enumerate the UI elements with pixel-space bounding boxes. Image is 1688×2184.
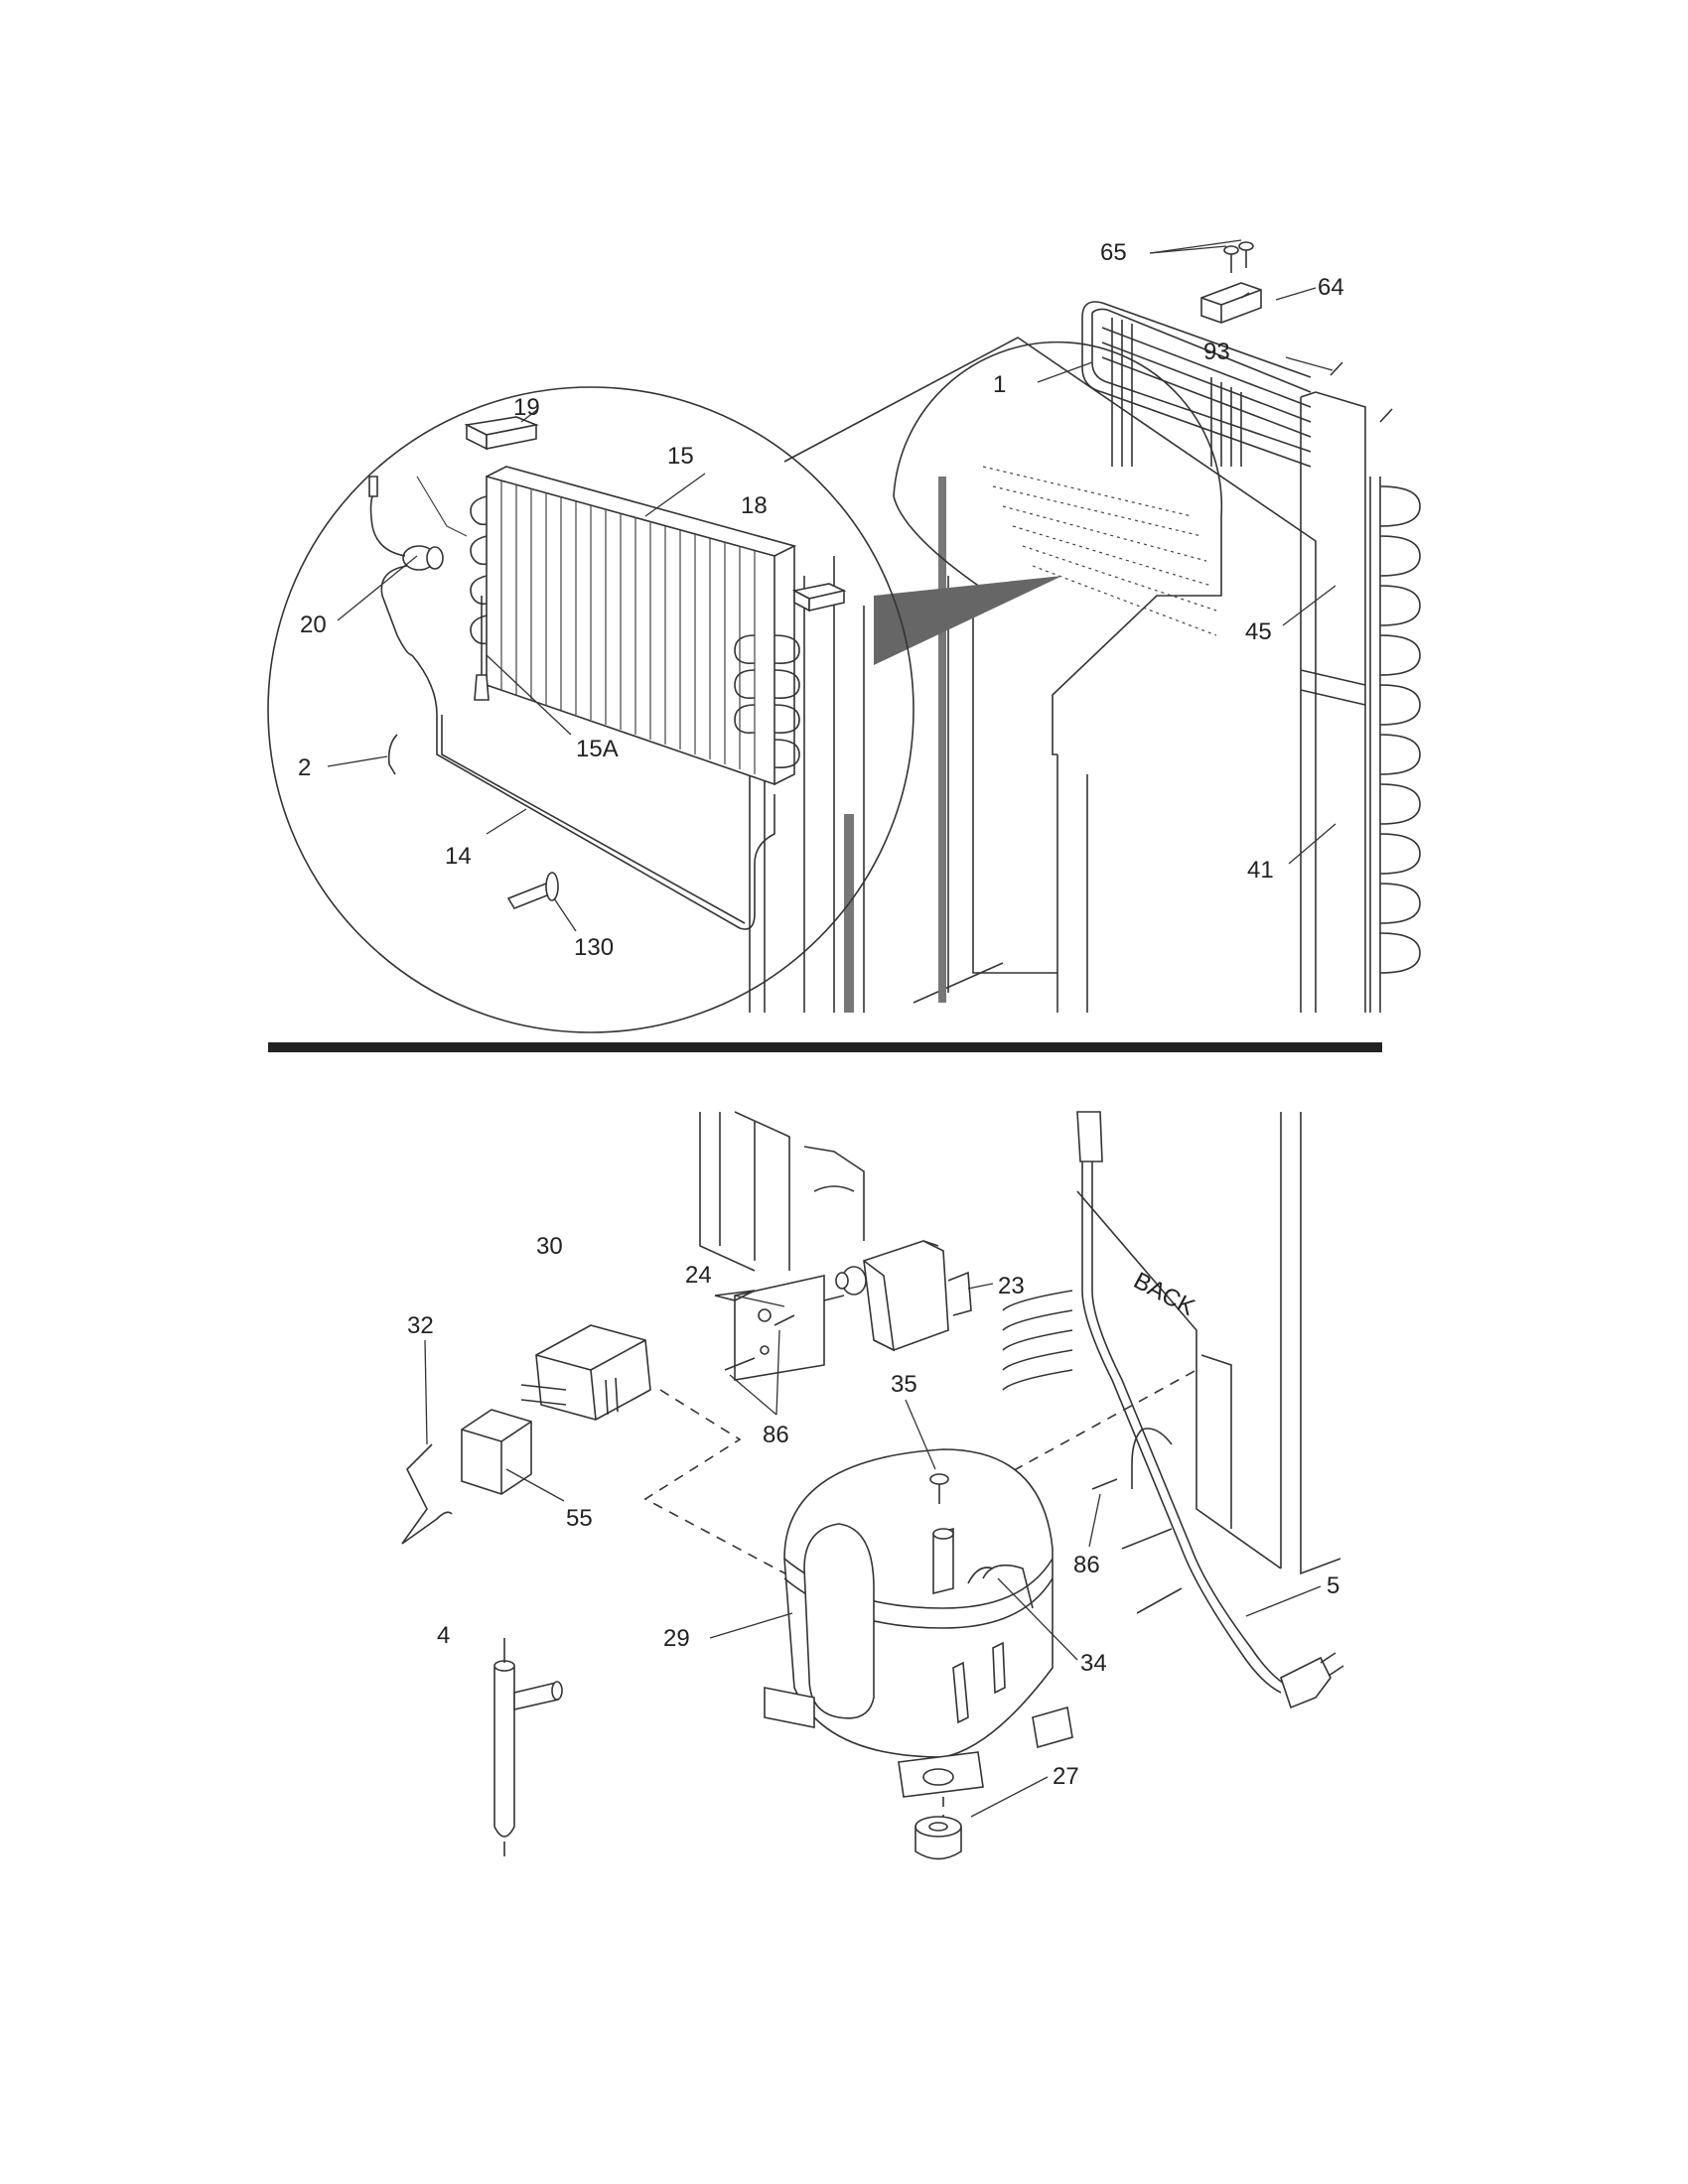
defrost-thermostat [368, 476, 444, 656]
callout-18: 18 [741, 492, 768, 519]
back-label: BACK [1129, 1267, 1198, 1321]
power-cord [1076, 1111, 1344, 1709]
callout-86-ground: 86 [1073, 1552, 1100, 1578]
callout-30: 30 [536, 1233, 563, 1260]
cabinet-top-view [749, 241, 1421, 1013]
callout-15: 15 [667, 443, 694, 470]
callout-15A: 15A [576, 736, 619, 762]
section-divider [268, 1042, 1382, 1052]
capacitor [461, 1409, 532, 1495]
leader-lines [327, 239, 1336, 1818]
grommet [914, 1816, 962, 1860]
evaporator [470, 466, 800, 786]
callout-24: 24 [685, 1262, 712, 1289]
evaporator-detail-bubble [267, 386, 914, 1033]
callout-64: 64 [1318, 274, 1344, 301]
callout-93: 93 [1203, 339, 1230, 365]
screws-65 [1223, 241, 1254, 273]
callout-4: 4 [437, 1622, 450, 1649]
defrost-timer [823, 1240, 972, 1352]
callout-45: 45 [1245, 618, 1272, 645]
compressor [764, 1448, 1073, 1798]
callout-2: 2 [298, 754, 311, 781]
machine-compartment-view: BACK [401, 1111, 1344, 1860]
start-relay [520, 1324, 651, 1421]
callout-86-relay: 86 [763, 1422, 789, 1448]
callout-32: 32 [407, 1312, 434, 1339]
callout-41: 41 [1247, 857, 1274, 884]
callout-55: 55 [566, 1505, 593, 1532]
callout-23: 23 [998, 1273, 1025, 1299]
side-condenser-loops [1369, 477, 1421, 1013]
callout-14: 14 [445, 843, 472, 870]
callout-20: 20 [300, 612, 327, 638]
callout-1: 1 [993, 371, 1006, 398]
callout-numbers: 65 64 93 1 19 15 18 20 15A 2 14 130 45 4… [298, 239, 1344, 1790]
callout-35: 35 [891, 1371, 917, 1398]
callout-65: 65 [1100, 239, 1127, 266]
callout-34: 34 [1080, 1650, 1107, 1677]
callout-19: 19 [513, 394, 540, 421]
mounting-plate [714, 1275, 825, 1381]
mounting-bracket [1200, 282, 1262, 324]
drain-tube [506, 872, 559, 909]
filter-drier [493, 1638, 563, 1856]
callout-130: 130 [574, 934, 614, 961]
callout-5: 5 [1327, 1572, 1339, 1599]
callout-29: 29 [663, 1625, 690, 1652]
callout-27: 27 [1053, 1763, 1079, 1790]
condenser-coil [1081, 301, 1312, 468]
